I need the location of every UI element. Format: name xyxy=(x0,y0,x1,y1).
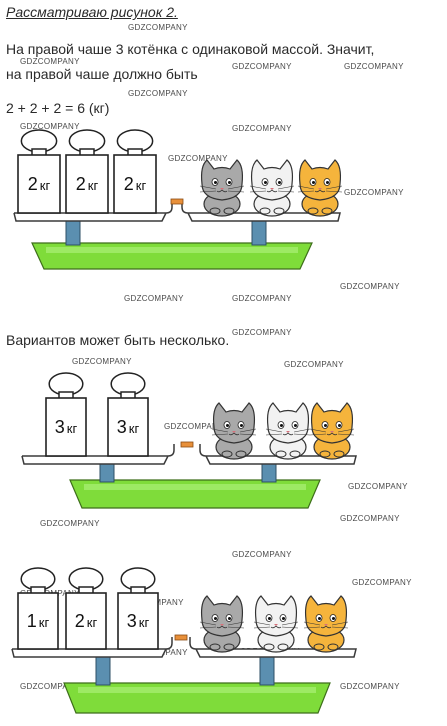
kitten-icon xyxy=(265,402,311,460)
kitten-icon xyxy=(297,159,343,217)
kitten-icon xyxy=(249,159,295,217)
weight-number: 2 xyxy=(28,174,38,194)
watermark: GDZCOMPANY xyxy=(124,294,184,303)
weight-number: 2 xyxy=(75,611,85,631)
watermark: GDZCOMPANY xyxy=(164,422,224,431)
weight-number: 1 xyxy=(27,611,37,631)
watermark: GDZCOMPANY xyxy=(340,514,400,523)
watermark: GDZCOMPANY xyxy=(232,294,292,303)
scale-base xyxy=(69,479,321,509)
kitten-icon xyxy=(303,595,349,653)
text-line-2: На правой чаше 3 котёнка с одинаковой ма… xyxy=(6,41,375,57)
watermark: GDZCOMPANY xyxy=(352,578,412,587)
weight-number: 3 xyxy=(55,417,65,437)
left-pan xyxy=(21,444,175,465)
weight-number: 3 xyxy=(117,417,127,437)
weight-unit: кг xyxy=(129,421,140,436)
weight-number: 3 xyxy=(127,611,137,631)
watermark: GDZCOMPANY xyxy=(20,57,80,66)
scale-base xyxy=(63,682,331,714)
scale-post xyxy=(65,220,81,246)
watermark: GDZCOMPANY xyxy=(168,154,228,163)
kitten-icon xyxy=(199,159,245,217)
watermark: GDZCOMPANY xyxy=(128,23,188,32)
equation-line: 2 + 2 + 2 = 6 (кг) xyxy=(6,100,110,116)
watermark: GDZCOMPANY xyxy=(232,550,292,559)
scale-post xyxy=(261,463,277,483)
scale-base xyxy=(31,242,313,270)
text-line-3: на правой чаше должно быть xyxy=(6,66,198,82)
weight-unit: кг xyxy=(39,615,50,630)
weight-unit: кг xyxy=(67,421,78,436)
watermark: GDZCOMPANY xyxy=(340,682,400,691)
watermark: GDZCOMPANY xyxy=(128,89,188,98)
scale-post xyxy=(251,220,267,246)
weight-number: 2 xyxy=(76,174,86,194)
kitten-icon xyxy=(199,595,245,653)
watermark: GDZCOMPANY xyxy=(348,482,408,491)
weight-unit: кг xyxy=(88,178,99,193)
watermark: GDZCOMPANY xyxy=(284,360,344,369)
weight-unit: кг xyxy=(40,178,51,193)
watermark: GDZCOMPANY xyxy=(232,328,292,337)
scale-post xyxy=(95,656,111,686)
watermark: GDZCOMPANY xyxy=(344,62,404,71)
text-line-variants: Вариантов может быть несколько. xyxy=(6,332,230,348)
kitten-icon xyxy=(253,595,299,653)
scale-connector xyxy=(174,634,188,641)
kitten-icon xyxy=(309,402,355,460)
weight-unit: кг xyxy=(139,615,150,630)
scale-connector xyxy=(170,198,184,205)
heading-line: Рассматриваю рисунок 2. xyxy=(6,4,178,20)
weight-number: 2 xyxy=(124,174,134,194)
kitten-icon xyxy=(211,402,257,460)
weight-unit: кг xyxy=(136,178,147,193)
watermark: GDZCOMPANY xyxy=(20,682,80,691)
weight-unit: кг xyxy=(87,615,98,630)
scale-post xyxy=(259,656,275,686)
scale-connector xyxy=(180,441,194,448)
watermark: GDZCOMPANY xyxy=(340,282,400,291)
watermark: GDZCOMPANY xyxy=(72,357,132,366)
watermark: GDZCOMPANY xyxy=(40,519,100,528)
watermark: GDZCOMPANY xyxy=(344,188,404,197)
right-pan xyxy=(189,637,357,658)
watermark: GDZCOMPANY xyxy=(232,124,292,133)
watermark: GDZCOMPANY xyxy=(20,122,80,131)
scale-post xyxy=(99,463,115,483)
watermark: GDZCOMPANY xyxy=(232,62,292,71)
